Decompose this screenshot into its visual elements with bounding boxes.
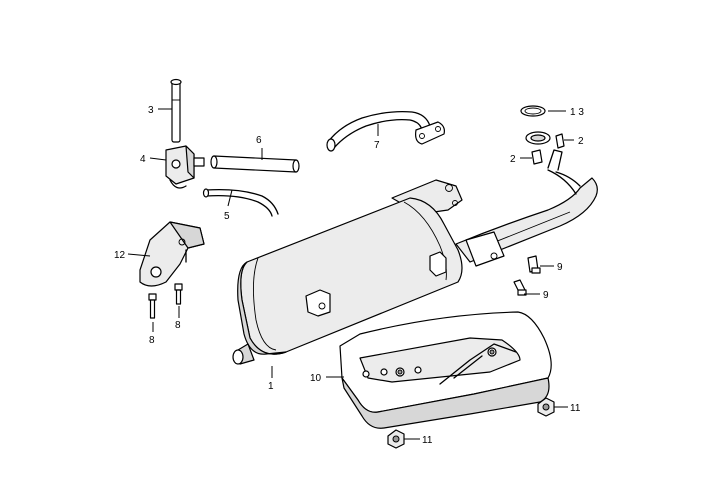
bolt-parts-8 [148,283,183,319]
callout-10: 10 [310,373,322,384]
gasket-part-13 [520,105,546,117]
bracket-part-12 [139,221,205,287]
bent-pipe-part-7 [326,110,445,152]
callout-11b: 11 [422,435,433,446]
callout-3: 3 [148,105,154,116]
callout-12: 12 [114,250,126,261]
muffler-body-part-1 [232,149,598,365]
callout-7: 7 [374,140,380,151]
tube-part-6 [210,155,300,173]
callout-11a: 11 [570,403,581,414]
callout-2b: 2 [510,154,516,165]
callout-8a: 8 [149,335,155,346]
stud-parts-2 [531,133,565,165]
callout-13: 1 3 [570,107,584,118]
leader-lines [127,108,574,440]
tube-part-3 [170,78,182,143]
callout-8b: 8 [175,320,181,331]
callout-6: 6 [256,135,262,146]
leader-5 [227,189,233,207]
callout-4: 4 [140,154,146,165]
callout-9a: 9 [557,262,563,273]
callout-2a: 2 [578,136,584,147]
leader-4 [149,157,167,161]
bolt-parts-9 [513,255,541,296]
hose-part-5 [202,188,279,217]
callout-1: 1 [268,381,274,392]
callout-5: 5 [224,211,230,222]
callout-9b: 9 [543,290,549,301]
leader-12 [127,253,151,257]
heat-shield-part-10 [339,311,552,429]
nut-parts-11 [387,397,555,449]
valve-part-4 [165,145,205,189]
callout-labels: 3 4 6 5 12 8 8 7 1 3 2 2 9 9 1 10 11 11 [114,105,584,446]
flange-gasket [525,131,551,145]
